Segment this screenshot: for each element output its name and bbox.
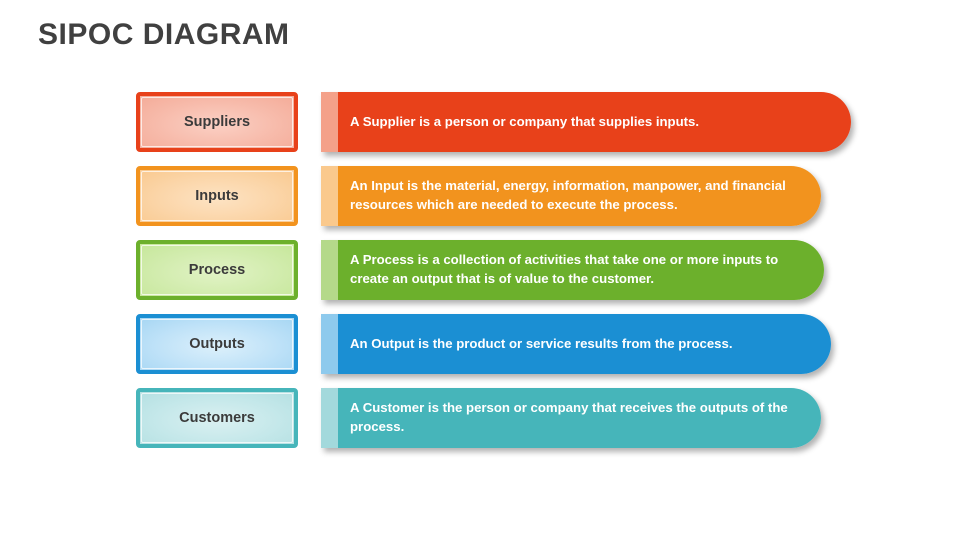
banner-body-suppliers: A Supplier is a person or company that s… [338, 92, 851, 152]
description-text-outputs: An Output is the product or service resu… [350, 335, 733, 351]
label-box-process[interactable]: Process [136, 240, 298, 300]
label-box-outputs[interactable]: Outputs [136, 314, 298, 374]
banner-cap-process [321, 240, 338, 300]
label-box-customers[interactable]: Customers [136, 388, 298, 448]
label-box-suppliers[interactable]: Suppliers [136, 92, 298, 152]
description-banner-suppliers[interactable]: A Supplier is a person or company that s… [321, 92, 851, 152]
label-text-customers: Customers [179, 409, 255, 426]
description-banner-customers[interactable]: A Customer is the person or company that… [321, 388, 821, 448]
label-text-outputs: Outputs [189, 335, 245, 352]
sipoc-row-outputs: Outputs An Output is the product or serv… [0, 314, 960, 374]
description-text-suppliers: A Supplier is a person or company that s… [350, 113, 700, 129]
page-title: SIPOC DIAGRAM [38, 18, 290, 51]
sipoc-row-inputs: Inputs An Input is the material, energy,… [0, 166, 960, 226]
description-text-process: A Process is a collection of activities … [350, 252, 779, 286]
banner-body-process: A Process is a collection of activities … [338, 240, 824, 300]
description-banner-process[interactable]: A Process is a collection of activities … [321, 240, 824, 300]
description-text-inputs: An Input is the material, energy, inform… [350, 178, 786, 212]
sipoc-row-process: Process A Process is a collection of act… [0, 240, 960, 300]
sipoc-row-customers: Customers A Customer is the person or co… [0, 388, 960, 448]
description-banner-outputs[interactable]: An Output is the product or service resu… [321, 314, 831, 374]
label-box-inputs[interactable]: Inputs [136, 166, 298, 226]
label-text-inputs: Inputs [195, 187, 239, 204]
banner-cap-customers [321, 388, 338, 448]
banner-cap-inputs [321, 166, 338, 226]
banner-cap-outputs [321, 314, 338, 374]
banner-body-outputs: An Output is the product or service resu… [338, 314, 831, 374]
label-text-process: Process [188, 261, 246, 278]
sipoc-rows: Suppliers A Supplier is a person or comp… [0, 92, 960, 462]
banner-body-inputs: An Input is the material, energy, inform… [338, 166, 821, 226]
banner-cap-suppliers [321, 92, 338, 152]
banner-body-customers: A Customer is the person or company that… [338, 388, 821, 448]
sipoc-row-suppliers: Suppliers A Supplier is a person or comp… [0, 92, 960, 152]
description-banner-inputs[interactable]: An Input is the material, energy, inform… [321, 166, 821, 226]
description-text-customers: A Customer is the person or company that… [350, 400, 788, 434]
label-text-suppliers: Suppliers [183, 113, 251, 130]
